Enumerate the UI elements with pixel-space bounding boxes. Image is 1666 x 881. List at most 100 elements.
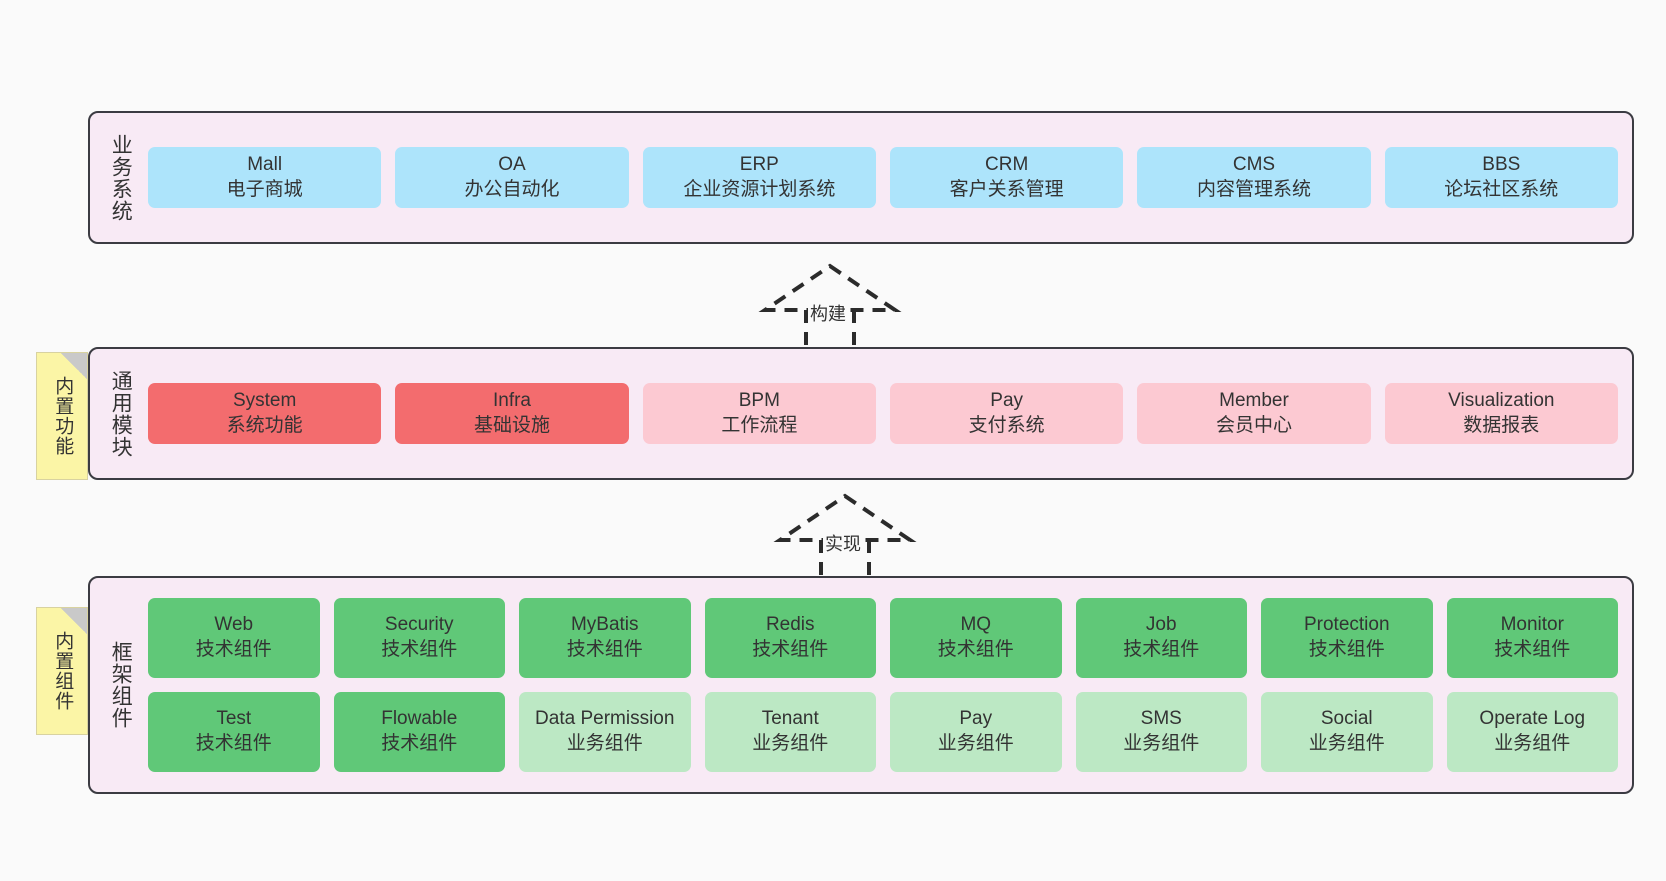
note-label: 内置功能 bbox=[52, 376, 74, 456]
layer-title-framework-components: 框架组件 bbox=[109, 641, 133, 729]
layer-common-modules: 通用模块 System 系统功能 Infra 基础设施 BPM 工作流程 Pay… bbox=[88, 347, 1634, 480]
card-title: Pay bbox=[990, 389, 1024, 411]
card-title: ERP bbox=[739, 153, 779, 175]
card-subtitle: 技术组件 bbox=[195, 639, 272, 660]
card-title: System bbox=[232, 389, 297, 411]
card-mybatis[interactable]: MyBatis 技术组件 bbox=[519, 598, 691, 678]
card-title: Tenant bbox=[761, 708, 819, 730]
card-title: MQ bbox=[960, 614, 992, 636]
card-flowable[interactable]: Flowable 技术组件 bbox=[333, 692, 505, 772]
card-mq[interactable]: MQ 技术组件 bbox=[890, 598, 1062, 678]
card-erp[interactable]: ERP 企业资源计划系统 bbox=[642, 146, 876, 209]
card-subtitle: 基础设施 bbox=[473, 414, 550, 436]
card-title: MyBatis bbox=[570, 614, 639, 636]
card-subtitle: 工作流程 bbox=[721, 414, 798, 436]
folded-corner-icon bbox=[61, 608, 87, 634]
card-social[interactable]: Social 业务组件 bbox=[1261, 692, 1433, 772]
card-subtitle: 技术组件 bbox=[1494, 639, 1571, 660]
card-pay[interactable]: Pay 支付系统 bbox=[889, 382, 1124, 445]
card-subtitle: 内容管理系统 bbox=[1196, 178, 1311, 200]
card-crm[interactable]: CRM 客户关系管理 bbox=[889, 146, 1124, 209]
card-data-permission[interactable]: Data Permission 业务组件 bbox=[519, 692, 691, 772]
card-title: CMS bbox=[1232, 153, 1276, 175]
card-subtitle: 电子商城 bbox=[226, 178, 303, 200]
card-redis[interactable]: Redis 技术组件 bbox=[704, 598, 876, 678]
card-subtitle: 客户关系管理 bbox=[949, 178, 1064, 200]
card-subtitle: 办公自动化 bbox=[464, 178, 560, 200]
card-bpm[interactable]: BPM 工作流程 bbox=[642, 382, 876, 445]
card-monitor[interactable]: Monitor 技术组件 bbox=[1446, 598, 1618, 678]
card-subtitle: 数据报表 bbox=[1463, 414, 1540, 436]
card-visualization[interactable]: Visualization 数据报表 bbox=[1384, 382, 1618, 445]
card-subtitle: 会员中心 bbox=[1215, 414, 1292, 436]
card-title: Redis bbox=[765, 614, 815, 636]
layer-framework-components: 框架组件 Web 技术组件 Security 技术组件 MyBatis 技术组件… bbox=[88, 576, 1634, 794]
card-title: Social bbox=[1320, 708, 1373, 730]
card-subtitle: 业务组件 bbox=[752, 733, 829, 754]
connector-implement: 实现 bbox=[773, 492, 917, 580]
card-system[interactable]: System 系统功能 bbox=[148, 382, 382, 445]
card-subtitle: 技术组件 bbox=[195, 733, 272, 754]
card-sms[interactable]: SMS 业务组件 bbox=[1075, 692, 1247, 772]
card-subtitle: 企业资源计划系统 bbox=[683, 178, 836, 200]
card-title: Visualization bbox=[1448, 389, 1555, 411]
card-title: Infra bbox=[492, 389, 531, 411]
card-infra[interactable]: Infra 基础设施 bbox=[395, 382, 629, 445]
note-builtin-features: 内置功能 bbox=[36, 352, 88, 480]
card-subtitle: 业务组件 bbox=[1494, 733, 1571, 754]
card-row: System 系统功能 Infra 基础设施 BPM 工作流程 Pay 支付系统… bbox=[148, 382, 1618, 445]
card-title: SMS bbox=[1140, 708, 1182, 730]
card-title: Member bbox=[1219, 389, 1289, 411]
card-subtitle: 业务组件 bbox=[1123, 733, 1200, 754]
card-subtitle: 技术组件 bbox=[381, 733, 458, 754]
card-subtitle: 技术组件 bbox=[1123, 639, 1200, 660]
card-subtitle: 支付系统 bbox=[968, 414, 1045, 436]
card-subtitle: 论坛社区系统 bbox=[1444, 178, 1559, 200]
card-title: Flowable bbox=[381, 708, 458, 730]
card-subtitle: 技术组件 bbox=[566, 639, 643, 660]
card-title: OA bbox=[498, 153, 526, 175]
card-mall[interactable]: Mall 电子商城 bbox=[148, 146, 382, 209]
card-oa[interactable]: OA 办公自动化 bbox=[395, 146, 629, 209]
card-bbs[interactable]: BBS 论坛社区系统 bbox=[1384, 146, 1618, 209]
folded-corner-icon bbox=[61, 353, 87, 379]
card-subtitle: 技术组件 bbox=[752, 639, 829, 660]
note-builtin-components: 内置组件 bbox=[36, 607, 88, 735]
card-title: Data Permission bbox=[535, 708, 675, 730]
card-row: Test 技术组件 Flowable 技术组件 Data Permission … bbox=[148, 692, 1618, 772]
card-member[interactable]: Member 会员中心 bbox=[1137, 382, 1371, 445]
card-row: Mall 电子商城 OA 办公自动化 ERP 企业资源计划系统 CRM 客户关系… bbox=[148, 146, 1618, 209]
card-tenant[interactable]: Tenant 业务组件 bbox=[704, 692, 876, 772]
card-cms[interactable]: CMS 内容管理系统 bbox=[1137, 146, 1371, 209]
card-row: Web 技术组件 Security 技术组件 MyBatis 技术组件 Redi… bbox=[148, 598, 1618, 678]
card-security[interactable]: Security 技术组件 bbox=[333, 598, 505, 678]
card-title: Operate Log bbox=[1479, 708, 1586, 730]
connector-label: 实现 bbox=[823, 530, 863, 556]
card-subtitle: 技术组件 bbox=[381, 639, 458, 660]
card-title: Test bbox=[216, 708, 252, 730]
card-title: Web bbox=[214, 614, 254, 636]
note-label: 内置组件 bbox=[52, 631, 74, 711]
card-title: Protection bbox=[1303, 614, 1390, 636]
card-operate-log[interactable]: Operate Log 业务组件 bbox=[1446, 692, 1618, 772]
card-title: Monitor bbox=[1500, 614, 1564, 636]
layer-title-business-systems: 业务系统 bbox=[109, 133, 133, 222]
card-title: BBS bbox=[1482, 153, 1521, 175]
card-subtitle: 业务组件 bbox=[1308, 733, 1385, 754]
layer-business-systems: 业务系统 Mall 电子商城 OA 办公自动化 ERP 企业资源计划系统 CRM… bbox=[88, 111, 1634, 244]
layer-title-common-modules: 通用模块 bbox=[109, 369, 133, 458]
card-subtitle: 业务组件 bbox=[566, 733, 643, 754]
layer-body-business-systems: Mall 电子商城 OA 办公自动化 ERP 企业资源计划系统 CRM 客户关系… bbox=[140, 113, 1632, 242]
card-title: CRM bbox=[985, 153, 1029, 175]
card-pay-business[interactable]: Pay 业务组件 bbox=[890, 692, 1062, 772]
card-web[interactable]: Web 技术组件 bbox=[148, 598, 320, 678]
card-protection[interactable]: Protection 技术组件 bbox=[1261, 598, 1433, 678]
card-job[interactable]: Job 技术组件 bbox=[1075, 598, 1247, 678]
card-subtitle: 业务组件 bbox=[937, 733, 1014, 754]
card-title: Security bbox=[384, 614, 454, 636]
card-subtitle: 技术组件 bbox=[937, 639, 1014, 660]
layer-body-common-modules: System 系统功能 Infra 基础设施 BPM 工作流程 Pay 支付系统… bbox=[140, 349, 1632, 478]
card-test[interactable]: Test 技术组件 bbox=[148, 692, 320, 772]
card-subtitle: 技术组件 bbox=[1308, 639, 1385, 660]
